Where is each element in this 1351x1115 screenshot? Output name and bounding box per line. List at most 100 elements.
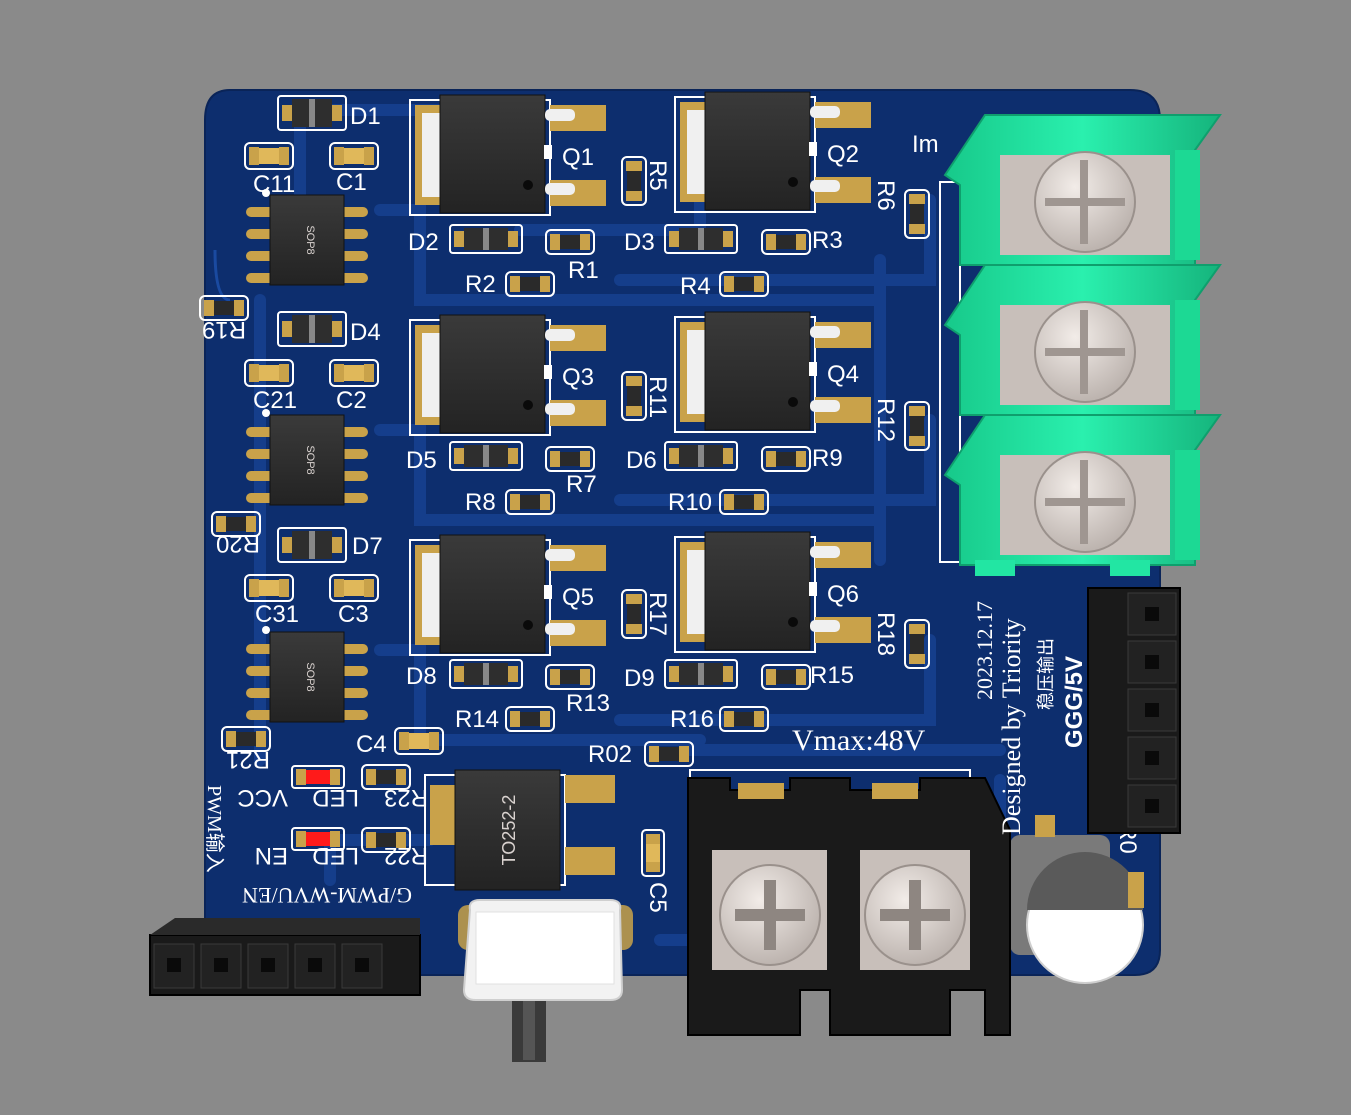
ref-label-r18: R18 <box>872 612 899 656</box>
ref-label-r12: R12 <box>872 398 899 442</box>
electrolytic-capacitor-icon <box>1010 815 1144 984</box>
resistor-r22 <box>361 827 411 853</box>
pin-header-icon[interactable] <box>1127 640 1177 684</box>
resistor-r9 <box>761 446 811 472</box>
mosfet-q1: Q1 <box>409 94 606 216</box>
power-terminal-screw-icon[interactable] <box>719 864 821 966</box>
resistor-r19 <box>199 295 249 321</box>
phase-terminal-2[interactable] <box>943 264 1222 416</box>
diode-d4 <box>277 311 347 347</box>
ref-label-c2: C2 <box>336 387 367 414</box>
ref-label-d5: D5 <box>406 447 437 474</box>
resistor-r02 <box>644 741 694 767</box>
capacitor-c11 <box>244 142 294 170</box>
ref-label-r10: R10 <box>668 489 712 516</box>
capacitor-c31 <box>244 574 294 602</box>
phase-terminal-1[interactable] <box>943 114 1222 266</box>
pwm-input-pin-label: G/PWM-WVU/EN <box>242 883 412 908</box>
regulated-output-header[interactable] <box>1087 587 1181 834</box>
resistor-r23 <box>361 764 411 790</box>
vcc-label: VCC <box>237 784 288 811</box>
ref-label-r11: R11 <box>644 376 671 418</box>
pin-header-icon[interactable] <box>341 943 383 989</box>
resistor-r17 <box>621 589 647 639</box>
diode-d2 <box>449 224 523 254</box>
ref-label-d4: D4 <box>350 319 381 346</box>
output-header-label: GGG/5V <box>1061 656 1088 748</box>
diode-d1 <box>277 95 347 131</box>
ref-label-r19: R19 <box>202 316 246 343</box>
mosfet-q5: Q5 <box>409 534 606 656</box>
date-label: 2023.12.17 <box>972 601 997 700</box>
ref-label-c31: C31 <box>255 601 299 628</box>
resistor-r20 <box>211 511 261 537</box>
phase-terminal-3[interactable] <box>943 414 1222 566</box>
capacitor-c4 <box>394 727 444 755</box>
diode-d9 <box>664 659 738 689</box>
sop8-driver: SOP8 <box>246 189 368 286</box>
pwm-input-header[interactable] <box>149 918 421 996</box>
pin-header-icon[interactable] <box>200 943 242 989</box>
phase-terminal-screw-icon[interactable] <box>1034 301 1136 403</box>
ref-label-r5: R5 <box>644 160 671 191</box>
en-label: EN <box>255 842 288 869</box>
resistor-r15 <box>761 664 811 690</box>
power-input-terminal[interactable] <box>687 769 1011 1036</box>
pwm-input-cn-label: PWM输入 <box>203 785 226 873</box>
mosfet-label: Q2 <box>827 141 859 168</box>
resistor-r6 <box>904 189 930 239</box>
mosfet-q3: Q3 <box>409 314 606 436</box>
ref-label-r20: R20 <box>216 530 260 557</box>
passives <box>199 142 930 853</box>
resistor-r4 <box>719 271 769 297</box>
mosfet-label: Q6 <box>827 581 859 608</box>
resistor-r21 <box>221 726 271 752</box>
ref-label-r2: R2 <box>465 271 496 298</box>
sop8-package-label: SOP8 <box>304 225 316 254</box>
diode-d5 <box>449 441 523 471</box>
pin-header-icon[interactable] <box>153 943 195 989</box>
capacitor-c3 <box>329 574 379 602</box>
pin-header-icon[interactable] <box>294 943 336 989</box>
resistor-r14 <box>505 706 555 732</box>
pin-header-icon[interactable] <box>1127 736 1177 780</box>
ref-label-r3: R3 <box>812 227 843 254</box>
ref-label-c5: C5 <box>644 882 671 913</box>
capacitor-c1 <box>329 142 379 170</box>
resistor-r8 <box>505 489 555 515</box>
board-title: Im <box>912 131 939 158</box>
pin-header-icon[interactable] <box>247 943 289 989</box>
power-terminal-screw-icon[interactable] <box>864 864 966 966</box>
mosfet-label: Q4 <box>827 361 859 388</box>
diode-d8 <box>449 659 523 689</box>
ref-label-r23: R23 <box>384 784 428 811</box>
vmax-label: Vmax:48V <box>792 724 926 757</box>
phase-terminal-screw-icon[interactable] <box>1034 151 1136 253</box>
sop8-driver: SOP8 <box>246 409 368 506</box>
diode-d7 <box>277 527 347 563</box>
ref-label-r17: R17 <box>644 592 671 636</box>
resistor-r13 <box>545 664 595 690</box>
switch-icon[interactable] <box>458 899 633 1062</box>
ref-label-r16: R16 <box>670 706 714 733</box>
sop8-package-label: SOP8 <box>304 445 316 474</box>
pin-header-icon[interactable] <box>1127 784 1177 828</box>
resistor-r3 <box>761 229 811 255</box>
pin-header-icon[interactable] <box>1127 592 1177 636</box>
ref-label-c3: C3 <box>338 601 369 628</box>
resistor-r10 <box>719 489 769 515</box>
regulator-package-label: TO252-2 <box>499 795 519 866</box>
sop8-package-label: SOP8 <box>304 662 316 691</box>
ref-label-c11: C11 <box>253 171 295 198</box>
motor-phase-terminal[interactable] <box>939 114 1222 576</box>
pin-header-icon[interactable] <box>1127 688 1177 732</box>
ref-label-r13: R13 <box>566 690 610 717</box>
ref-label-c21: C21 <box>253 387 297 414</box>
ref-label-r02: R02 <box>588 741 632 768</box>
resistor-r5 <box>621 156 647 206</box>
ref-label-c4: C4 <box>356 731 387 758</box>
phase-terminal-screw-icon[interactable] <box>1034 451 1136 553</box>
ref-label-r6: R6 <box>872 180 899 211</box>
